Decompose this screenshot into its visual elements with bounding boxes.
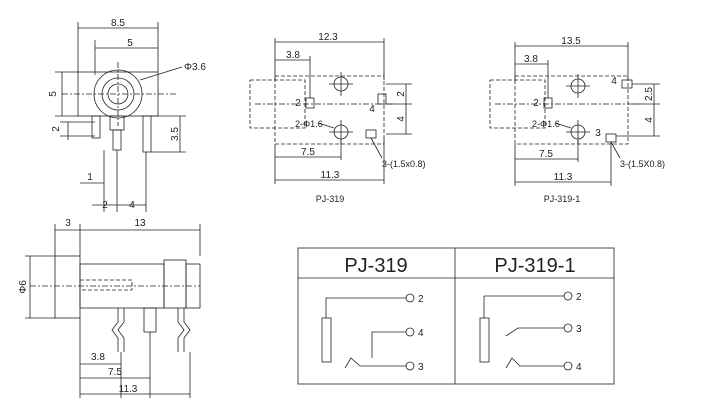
pj319-dim-pin-b: 11.3 (321, 170, 340, 181)
dim-pin-offset: 2 (51, 126, 62, 132)
dim-front-len: 3 (65, 218, 71, 229)
pj3191-dim-pin-b: 11.3 (554, 172, 573, 183)
pj319-dim-pitch-v2: 4 (396, 116, 407, 122)
pj319-dim-offset: 3.8 (286, 50, 300, 61)
pj319-dim-pin-a: 7.5 (301, 147, 315, 158)
dim-pin-height: 3.5 (170, 127, 181, 141)
pj319-top-view (249, 38, 412, 184)
pj319-caption: PJ-319 (316, 194, 345, 204)
pj3191-top-view (489, 42, 660, 186)
side-view (25, 224, 201, 398)
pj319-pin-2: 2 (295, 98, 301, 109)
pj3191-schem-pin-3: 3 (576, 324, 582, 335)
front-view (55, 22, 186, 212)
pj3191-schematic (479, 291, 573, 371)
pj319-schematic (321, 293, 415, 371)
dim-pin-c: 11.3 (119, 384, 138, 395)
dim-width-inner: 5 (127, 38, 133, 49)
table-header-pj319: PJ-319 (344, 255, 407, 277)
dim-width-total: 8.5 (111, 18, 125, 29)
pj3191-dim-pitch-v1: 2.5 (644, 87, 655, 101)
pj3191-dim-width: 13.5 (561, 36, 581, 47)
pj3191-dim-pin-a: 7.5 (539, 149, 553, 160)
pj3191-caption: PJ-319-1 (544, 194, 581, 204)
pj3191-pin-4: 4 (611, 76, 617, 87)
table-header-pj3191: PJ-319-1 (494, 255, 575, 277)
schematic-table (297, 247, 615, 385)
pj3191-slot-note: 3-(1.5X0.8) (620, 159, 665, 169)
pj319-dim-pitch-v1: 2 (396, 91, 407, 97)
pj3191-pin-3: 3 (595, 128, 601, 139)
pj3191-hole-note: 2-Φ1.6 (532, 119, 560, 129)
dim-pin-a: 3.8 (91, 352, 105, 363)
pj3191-dim-offset: 3.8 (524, 54, 538, 65)
dim-hole-dia: Φ3.6 (184, 62, 206, 73)
dim-spacing-2: 2 (102, 200, 108, 211)
pj319-slot-note: 3-(1.5x0.8) (382, 159, 426, 169)
pj319-schem-pin-4: 4 (418, 328, 424, 339)
pj319-schem-pin-2: 2 (418, 294, 424, 305)
pj3191-schem-pin-4: 4 (576, 362, 582, 373)
pj319-hole-note: 2-Φ1.6 (295, 119, 323, 129)
dim-height: 5 (48, 91, 59, 97)
pj319-pin-4: 4 (369, 104, 375, 115)
dim-body-len: 13 (134, 218, 146, 229)
dim-spacing-1: 1 (87, 172, 93, 183)
dim-pin-b: 7.5 (108, 367, 122, 378)
pj3191-schem-pin-2: 2 (576, 292, 582, 303)
pj319-schem-pin-3: 3 (418, 362, 424, 373)
pj319-dim-width: 12.3 (318, 32, 338, 43)
dim-spacing-3: 4 (129, 200, 135, 211)
pj3191-dim-pitch-v2: 4 (644, 117, 655, 123)
pj3191-pin-2: 2 (533, 98, 539, 109)
dim-dia: Φ6 (18, 280, 29, 294)
